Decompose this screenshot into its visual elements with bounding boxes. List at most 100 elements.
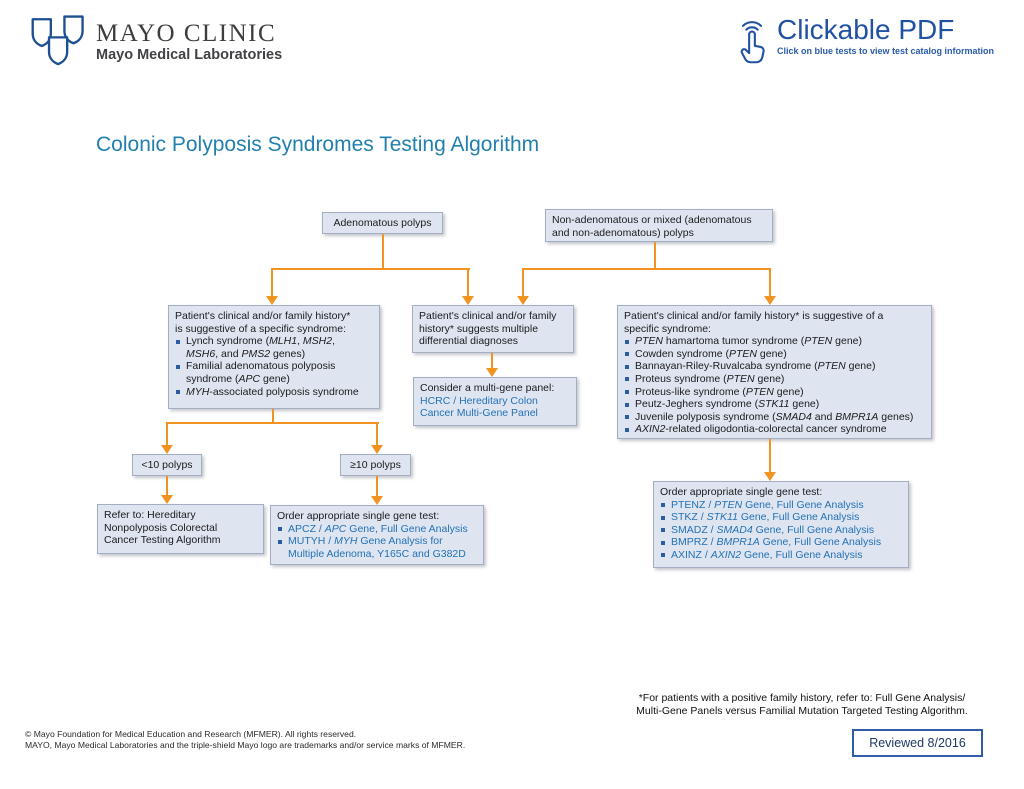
flow-box-line: PTENZ / PTEN Gene, Full Gene Analysis <box>660 499 902 512</box>
flow-box-line: Juvenile polyposis syndrome (SMAD4 and B… <box>624 411 925 424</box>
flow-box-line: APCZ / APC Gene, Full Gene Analysis <box>277 523 477 536</box>
text-segment: and <box>811 410 836 423</box>
text-segment: Order appropriate single gene test: <box>277 510 440 522</box>
copyright-block: © Mayo Foundation for Medical Education … <box>25 729 465 750</box>
text-segment: -related oligodontia-colorectal cancer s… <box>665 423 887 436</box>
test-catalog-link[interactable]: AXINZ / <box>671 548 711 561</box>
text-segment: Juvenile polyposis syndrome ( <box>635 410 776 423</box>
flow-arrowhead <box>161 495 173 504</box>
copyright-line: MAYO, Mayo Medical Laboratories and the … <box>25 739 466 750</box>
flow-box-line: and non-adenomatous) polyps <box>552 227 766 240</box>
flow-box-line: <10 polyps <box>139 459 195 472</box>
test-catalog-link[interactable]: Gene, Full Gene Analysis <box>759 536 882 549</box>
test-catalog-link[interactable]: Gene, Full Gene Analysis <box>346 522 468 535</box>
test-catalog-link[interactable]: Multiple Adenoma, Y165C and G382D <box>288 547 466 560</box>
test-catalog-link[interactable]: STK11 <box>706 511 738 524</box>
test-catalog-link[interactable]: MUTYH / <box>288 535 335 548</box>
footnote-line: *For patients with a positive family his… <box>638 692 966 704</box>
flow-box-line: Cancer Testing Algorithm <box>104 534 257 547</box>
text-segment: -associated polyposis syndrome <box>209 385 359 398</box>
flow-box-line: specific syndrome: <box>624 323 925 336</box>
flow-arrowhead <box>462 296 474 305</box>
bullet-square-icon <box>625 402 629 407</box>
test-catalog-link[interactable]: STKZ / <box>671 511 707 524</box>
text-segment: syndrome ( <box>186 372 239 385</box>
flow-box-line: MYH-associated polyposis syndrome <box>175 386 373 399</box>
brand-block: MAYO CLINIC Mayo Medical Laboratories <box>96 21 282 64</box>
flow-connector-line <box>654 242 656 270</box>
test-catalog-link[interactable]: APC <box>324 522 347 535</box>
bullet-square-icon <box>176 339 180 344</box>
bullet-square-icon <box>625 339 629 344</box>
bullet-square-icon <box>661 515 665 520</box>
test-catalog-link[interactable]: SMADZ / <box>671 523 717 536</box>
flow-box-line: Peutz-Jeghers syndrome (STK11 gene) <box>624 398 925 411</box>
test-catalog-link[interactable]: BMPR1A <box>716 536 760 549</box>
flow-box-line: SMADZ / SMAD4 Gene, Full Gene Analysis <box>660 524 902 537</box>
bullet-square-icon <box>625 377 629 382</box>
footnote: *For patients with a positive family his… <box>622 692 982 718</box>
text-segment: PTEN <box>728 347 757 360</box>
test-catalog-link[interactable]: Cancer Multi-Gene Panel <box>420 407 538 420</box>
clickable-pdf-title: Clickable PDF <box>777 14 955 45</box>
flow-connector-line <box>272 409 274 424</box>
test-catalog-link[interactable]: Gene, Full Gene Analysis <box>737 511 860 524</box>
test-catalog-link[interactable]: MYH <box>334 535 358 548</box>
test-catalog-link[interactable]: SMAD4 <box>716 523 753 536</box>
flow-connector-line <box>522 268 771 270</box>
text-segment: gene) <box>789 398 820 411</box>
test-catalog-link[interactable]: Gene, Full Gene Analysis <box>741 548 863 561</box>
brand-subtitle: Mayo Medical Laboratories <box>96 47 283 63</box>
test-catalog-link[interactable]: Gene, Full Gene Analysis <box>742 498 864 511</box>
text-segment: gene) <box>754 372 785 385</box>
text-segment: gene) <box>832 335 863 348</box>
flow-box-line: is suggestive of a specific syndrome: <box>175 323 373 336</box>
bullet-square-icon <box>625 390 629 395</box>
test-catalog-link[interactable]: APCZ / <box>288 522 325 535</box>
bullet-square-icon <box>661 503 665 508</box>
flow-box-line: Order appropriate single gene test: <box>660 486 902 499</box>
test-catalog-link[interactable]: AXIN2 <box>710 548 742 561</box>
flow-connector-line <box>769 439 771 473</box>
flow-connector-line <box>271 268 273 297</box>
flow-connector-line <box>166 422 168 446</box>
text-segment: ≥10 polyps <box>350 458 401 471</box>
flow-arrowhead <box>764 296 776 305</box>
bullet-square-icon <box>278 527 282 532</box>
flow-connector-line <box>522 268 524 297</box>
flow-box-line: STKZ / STK11 Gene, Full Gene Analysis <box>660 511 902 524</box>
brand-title: MAYO CLINIC <box>96 20 277 47</box>
test-catalog-link[interactable]: PTENZ / <box>671 498 715 511</box>
text-segment: AXIN2 <box>635 423 666 436</box>
flow-box-line: Consider a multi-gene panel: <box>420 382 570 395</box>
text-segment: MSH6 <box>186 347 216 360</box>
test-catalog-link[interactable]: Gene Analysis for <box>357 535 443 548</box>
text-segment: differential diagnoses <box>419 335 519 348</box>
text-segment: PTEN <box>635 335 664 348</box>
text-segment: PTEN <box>817 360 846 373</box>
flow-box-line: AXINZ / AXIN2 Gene, Full Gene Analysis <box>660 549 902 562</box>
text-segment: Bannayan-Riley-Ruvalcaba syndrome ( <box>635 360 818 373</box>
test-catalog-link[interactable]: HCRC / Hereditary Colon <box>420 394 538 407</box>
text-segment: gene) <box>756 347 787 360</box>
box-multi-gene-panel: Consider a multi-gene panel:HCRC / Hered… <box>413 377 577 426</box>
flow-box-line: HCRC / Hereditary Colon <box>420 395 570 408</box>
flow-box-line: MUTYH / MYH Gene Analysis for <box>277 535 477 548</box>
text-segment: is suggestive of a specific syndrome: <box>175 322 346 335</box>
reviewed-badge: Reviewed 8/2016 <box>852 729 983 757</box>
flow-arrowhead <box>517 296 529 305</box>
flow-box-line: AXIN2-related oligodontia-colorectal can… <box>624 423 925 436</box>
flow-arrowhead <box>371 496 383 505</box>
test-catalog-link[interactable]: BMPRZ / <box>671 536 717 549</box>
test-catalog-link[interactable]: PTEN <box>714 498 743 511</box>
text-segment: STK11 <box>758 398 790 411</box>
test-catalog-link[interactable]: Gene, Full Gene Analysis <box>752 523 875 536</box>
flow-box-line: syndrome (APC gene) <box>175 373 373 386</box>
box-history-specific-syndrome-right: Patient's clinical and/or family history… <box>617 305 932 439</box>
flow-connector-line <box>271 268 470 270</box>
flow-box-line: Multiple Adenoma, Y165C and G382D <box>277 548 477 561</box>
flow-box-line: Refer to: Hereditary <box>104 509 257 522</box>
